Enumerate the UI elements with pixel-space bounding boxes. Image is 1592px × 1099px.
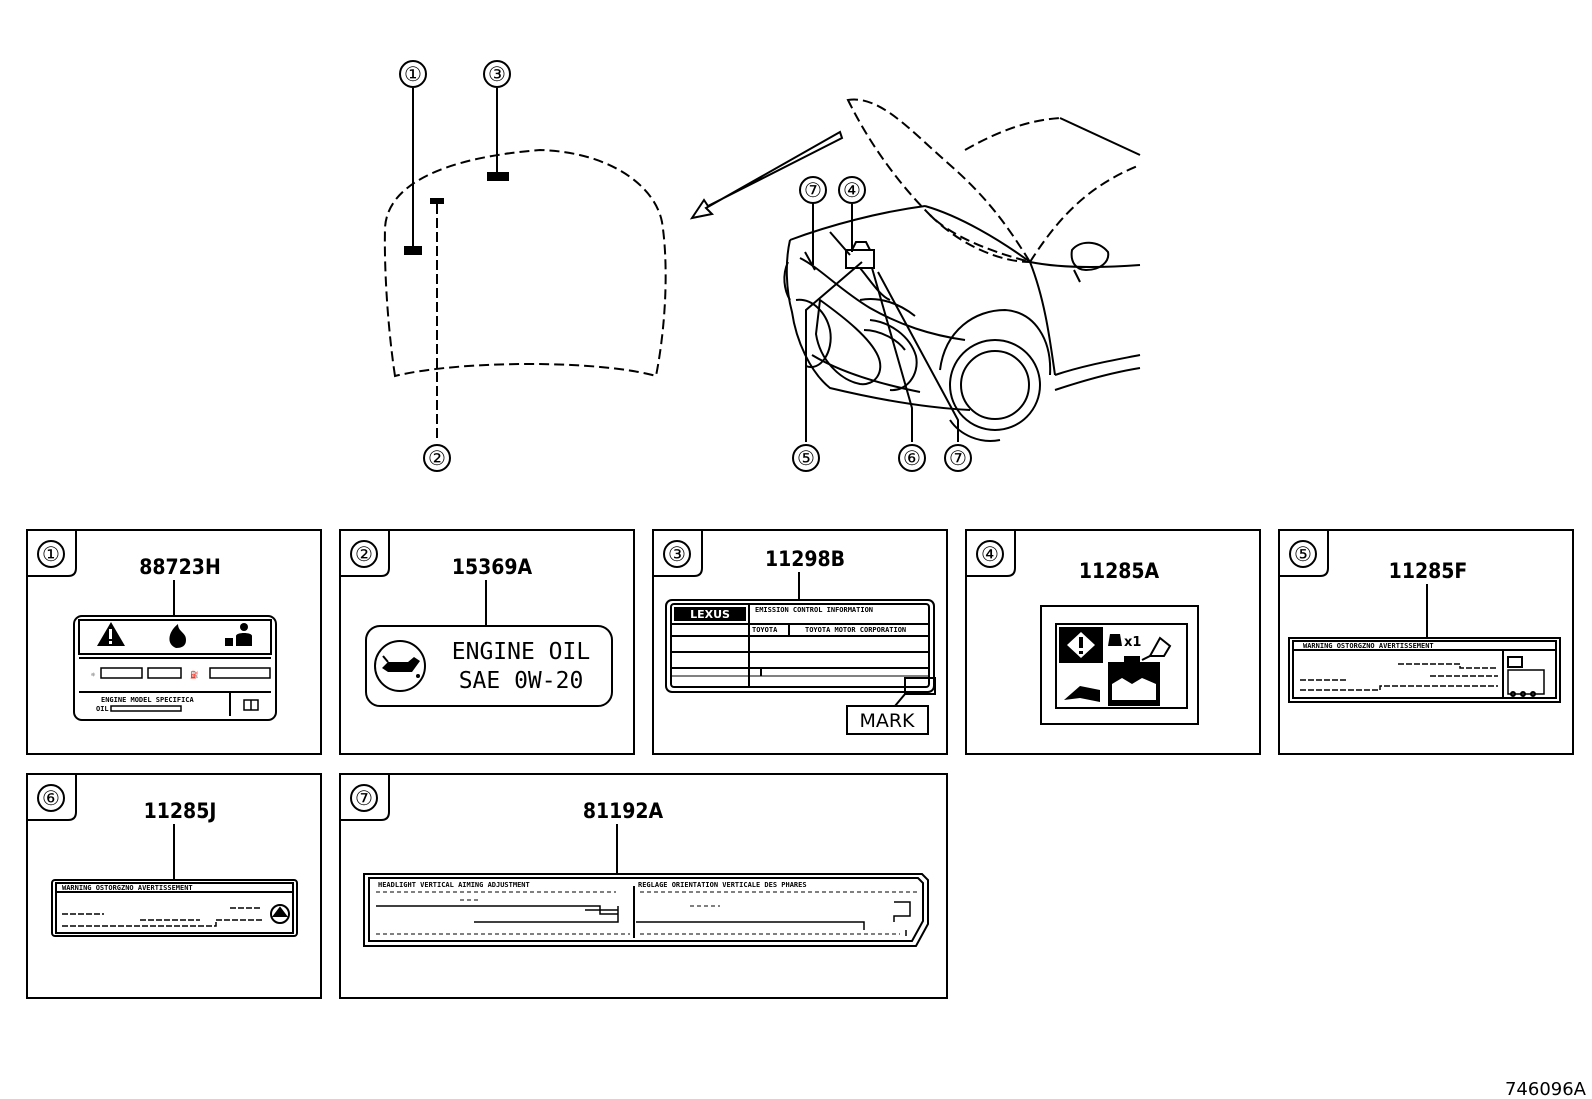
- svg-text:④: ④: [981, 542, 999, 566]
- svg-text:②: ②: [428, 446, 446, 470]
- headlight-aiming-label: [363, 873, 929, 947]
- manual-book-icon: [1064, 686, 1100, 702]
- mark-label: MARK: [859, 710, 915, 732]
- callout-1: ①: [399, 60, 427, 88]
- callout-3: ③: [483, 60, 511, 88]
- label-marker-2: [430, 198, 444, 204]
- svg-text:OIL: OIL: [96, 705, 109, 713]
- svg-text:TOYOTA MOTOR CORPORATION: TOYOTA MOTOR CORPORATION: [805, 626, 906, 634]
- panel-7-frame: [339, 773, 948, 999]
- panel-3-number: ③: [663, 540, 691, 568]
- engine-oil-text: ENGINE OIL: [452, 639, 590, 665]
- part-number-7: 81192A: [583, 799, 664, 823]
- part-number-1: 88723H: [139, 555, 221, 579]
- part-number-3: 11298B: [765, 547, 845, 571]
- svg-text:④: ④: [843, 178, 861, 202]
- svg-text:⑥: ⑥: [42, 786, 60, 810]
- warning-circle-icon: [270, 904, 290, 924]
- svg-text:⑦: ⑦: [804, 178, 822, 202]
- callout-7-bottom: ⑦: [944, 444, 972, 472]
- oil-can-icon: [374, 640, 426, 692]
- svg-text:⑤: ⑤: [797, 446, 815, 470]
- svg-text:ENGINE MODEL SPECIFICA: ENGINE MODEL SPECIFICA: [101, 696, 195, 704]
- part-number-6: 11285J: [144, 799, 217, 823]
- panel-1-number: ①: [37, 540, 65, 568]
- car-illustration: [783, 98, 1141, 442]
- direction-arrow-icon: [689, 130, 844, 220]
- panel-2-frame: [339, 529, 635, 755]
- warning-strip-label-5: [1288, 637, 1561, 703]
- svg-text:①: ①: [404, 62, 422, 86]
- part-number-2: 15369A: [452, 555, 533, 579]
- flame-icon: [169, 624, 186, 648]
- panel-7-number: ⑦: [350, 784, 378, 812]
- panel-4-number: ④: [976, 540, 1004, 568]
- panel-6-number: ⑥: [37, 784, 65, 812]
- panel-5-frame: [1278, 529, 1574, 755]
- panel-5-number: ⑤: [1289, 540, 1317, 568]
- svg-text:⑦: ⑦: [949, 446, 967, 470]
- panel-1-frame: [26, 529, 322, 755]
- callout-5: ⑤: [792, 444, 820, 472]
- svg-text:WARNING OSTORGZNO AVERTISSEMEN: WARNING OSTORGZNO AVERTISSEMENT: [62, 884, 193, 892]
- engine-oil-label: ENGINE OIL SAE 0W-20: [365, 625, 613, 707]
- figure-code: 746096A: [1505, 1079, 1587, 1099]
- headlight-text-fr: REGLAGE ORIENTATION VERTICALE DES PHARES: [638, 881, 807, 889]
- svg-text:x1: x1: [1124, 635, 1141, 650]
- car-leaders: [805, 202, 959, 442]
- label-marker-3: [487, 172, 509, 181]
- callout-2: ②: [423, 444, 451, 472]
- hood-leaders: [412, 88, 498, 442]
- hand-icon: [1108, 634, 1122, 646]
- lexus-logo: LEXUS: [690, 608, 730, 621]
- svg-text:⑤: ⑤: [1294, 542, 1312, 566]
- panel-4-frame: [965, 529, 1261, 755]
- svg-text:☼: ☼: [91, 671, 96, 679]
- panel-tabs: [27, 530, 1329, 821]
- svg-text:③: ③: [488, 62, 506, 86]
- svg-text:⛽: ⛽: [190, 670, 199, 679]
- coolant-label: x1: [1040, 605, 1199, 725]
- headlight-text-en: HEADLIGHT VERTICAL AIMING ADJUSTMENT: [378, 881, 530, 889]
- panel-2-number: ②: [350, 540, 378, 568]
- callout-7-top: ⑦: [799, 176, 827, 204]
- watering-can-icon: [1148, 636, 1172, 657]
- warning-strip-label-6: [51, 879, 298, 937]
- hood-outline: [383, 148, 667, 378]
- part-number-4: 11285A: [1079, 559, 1160, 583]
- part-number-5: 11285F: [1389, 559, 1468, 583]
- svg-text:②: ②: [355, 542, 373, 566]
- svg-text:⑦: ⑦: [355, 786, 373, 810]
- panel-3-frame: [652, 529, 948, 755]
- callout-4: ④: [838, 176, 866, 204]
- svg-text:WARNING OSTORGZNO AVERTISSEMEN: WARNING OSTORGZNO AVERTISSEMENT: [1303, 642, 1434, 650]
- svg-text:EMISSION CONTROL INFORMATION: EMISSION CONTROL INFORMATION: [755, 606, 873, 614]
- callout-6: ⑥: [898, 444, 926, 472]
- oil-grade-text: SAE 0W-20: [459, 668, 584, 694]
- svg-text:③: ③: [668, 542, 686, 566]
- svg-text:TOYOTA: TOYOTA: [752, 626, 778, 634]
- svg-text:①: ①: [42, 542, 60, 566]
- panel-6-frame: [26, 773, 322, 999]
- part-leaders: [173, 572, 1428, 880]
- emission-label: [665, 599, 936, 735]
- svg-text:⑥: ⑥: [903, 446, 921, 470]
- label-marker-1: [404, 246, 422, 255]
- person-icon: [240, 623, 248, 631]
